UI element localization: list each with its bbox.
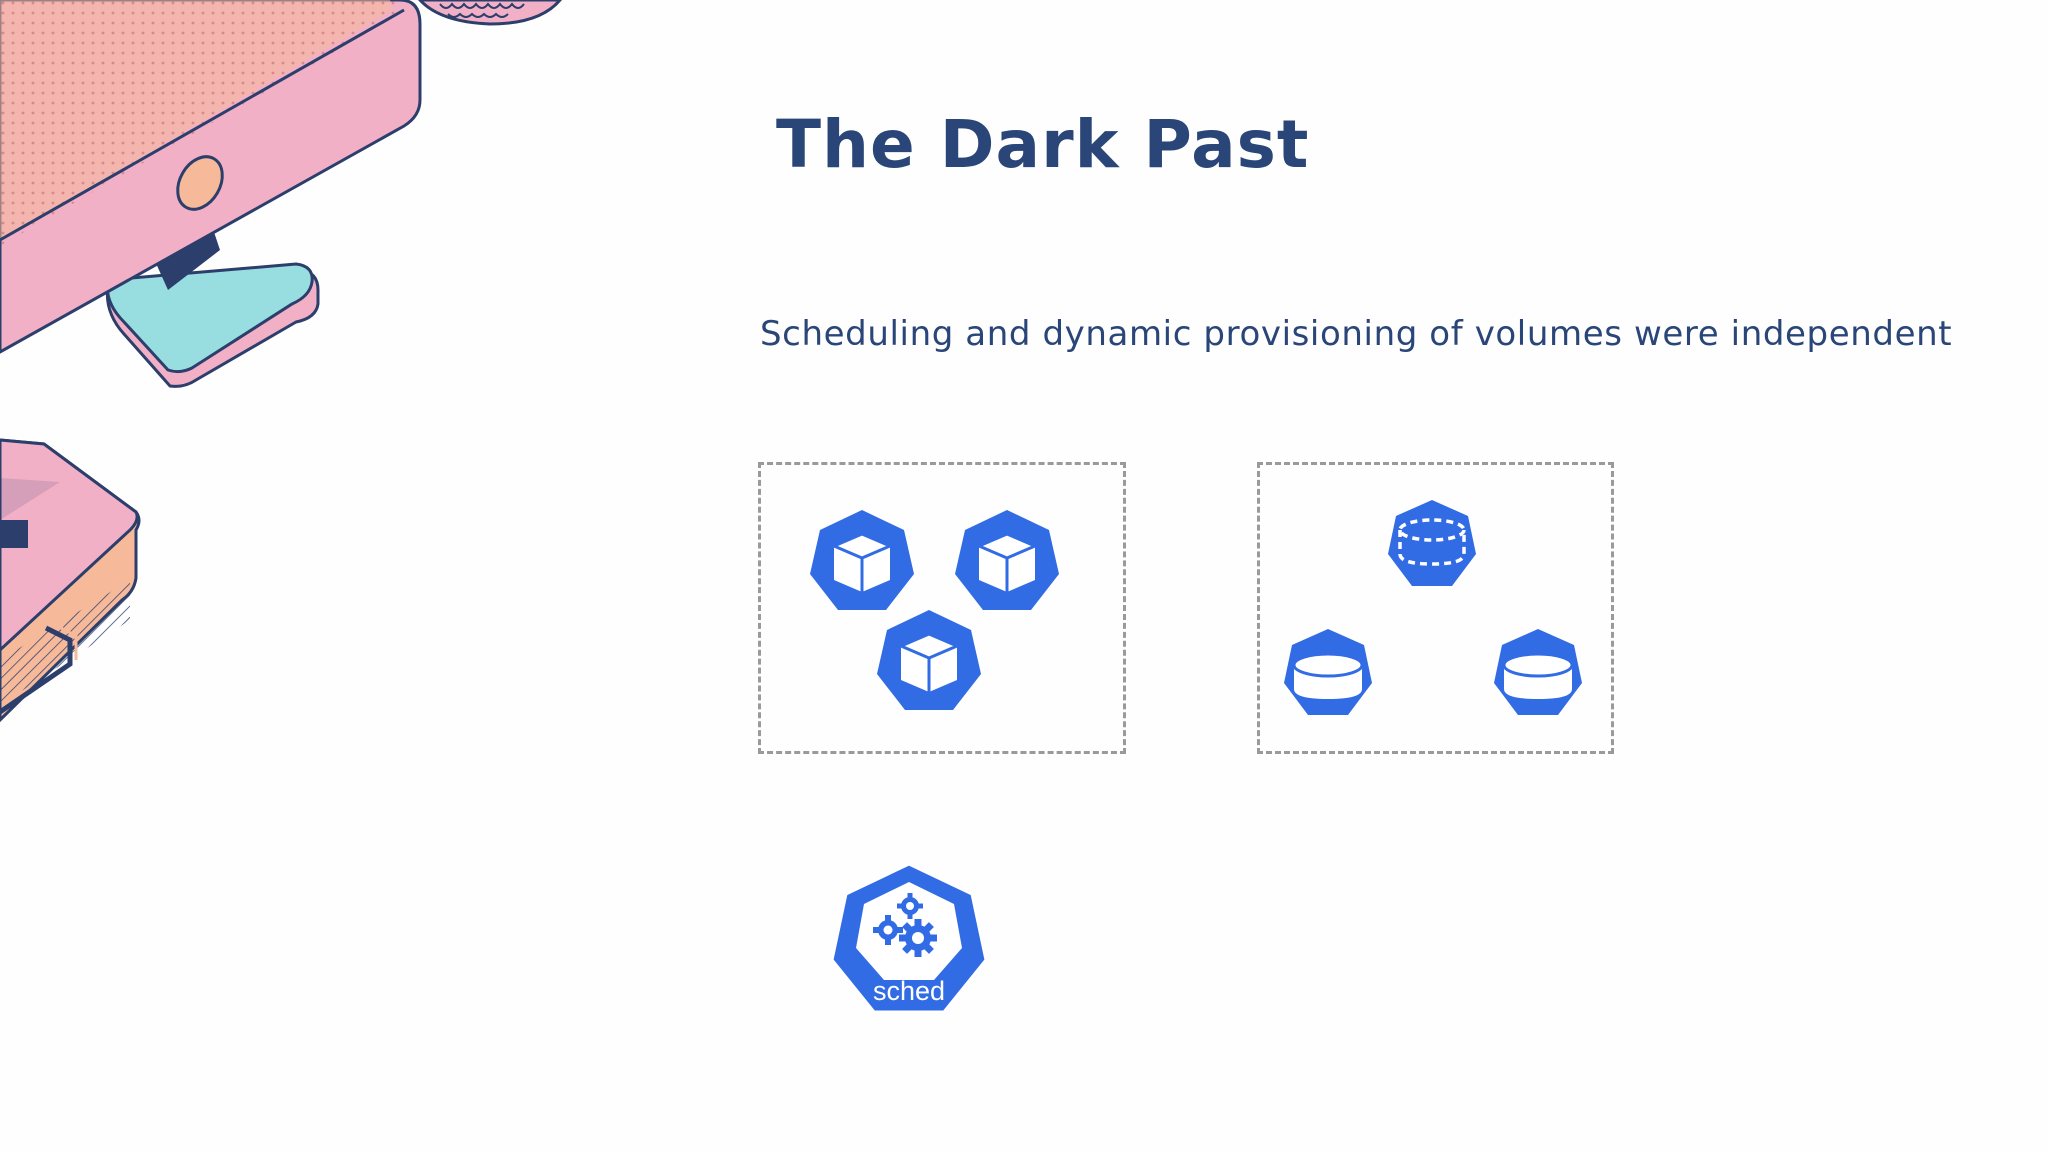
slide-title: The Dark Past xyxy=(776,106,1310,183)
pod-icon xyxy=(877,610,981,710)
persistent-volume-icon xyxy=(1494,629,1582,715)
brain-shape xyxy=(417,0,562,26)
gear-icon xyxy=(897,893,923,919)
monitor-body xyxy=(0,0,422,354)
gear-icon xyxy=(873,915,903,945)
volumes-group-box xyxy=(1257,462,1614,754)
storage-class-icon xyxy=(1388,500,1476,586)
persistent-volume-icon xyxy=(1284,629,1372,715)
slide-subtitle: Scheduling and dynamic provisioning of v… xyxy=(760,314,1953,354)
pod-icon xyxy=(810,510,914,610)
book-shape xyxy=(0,438,141,723)
pods-group-box xyxy=(758,462,1126,754)
pod-icon xyxy=(955,510,1059,610)
scheduler-label: sched xyxy=(872,976,946,1006)
gear-icon xyxy=(899,919,937,957)
monitor-illustration xyxy=(0,0,562,723)
scheduler-icon: sched xyxy=(830,862,988,1014)
